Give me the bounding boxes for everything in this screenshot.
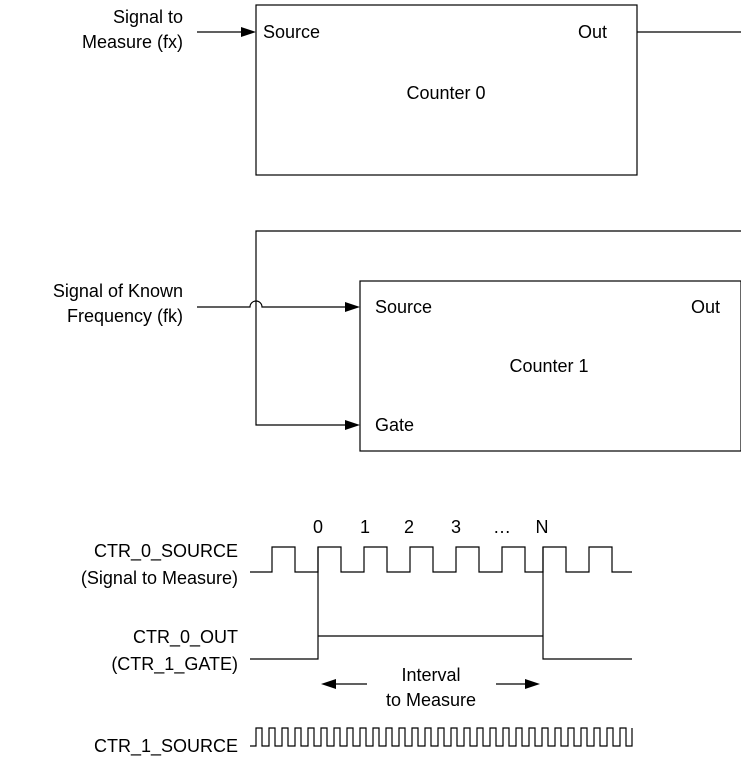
counter-1-box [359, 280, 741, 452]
timing-diagram: 0 1 2 3 … N CTR_0_SOURCE (Signal to Meas… [81, 517, 633, 757]
ctr0-out-label-line1: CTR_0_OUT [133, 627, 238, 648]
count-label-n: N [536, 517, 549, 537]
counter-1-source-arrowhead [345, 302, 360, 312]
ctr0-source-label-line2: (Signal to Measure) [81, 568, 238, 588]
ctr0-source-label-line1: CTR_0_SOURCE [94, 541, 238, 562]
count-label-0: 0 [313, 517, 323, 537]
counter-0-input-label-line1: Signal to [113, 7, 183, 27]
count-label-ellipsis: … [493, 517, 511, 537]
interval-label-line2: to Measure [386, 690, 476, 710]
count-label-1: 1 [360, 517, 370, 537]
counter-1-name: Counter 1 [509, 356, 588, 376]
counter-0-source-pin: Source [263, 22, 320, 42]
counter-1-block: Signal of Known Frequency (fk) Source Ou… [53, 230, 741, 452]
ctr0-out-label-line2: (CTR_1_GATE) [111, 654, 238, 675]
ctr1-source-waveform [250, 727, 633, 747]
counter-0-input-label-line2: Measure (fx) [82, 32, 183, 52]
interval-right-arrowhead [525, 679, 540, 689]
count-label-3: 3 [451, 517, 461, 537]
count-label-2: 2 [404, 517, 414, 537]
counter-0-out-pin: Out [578, 22, 607, 42]
ctr0-source-waveform [250, 546, 632, 573]
ctr1-source-label: CTR_1_SOURCE [94, 736, 238, 757]
counter-0-source-arrowhead [241, 27, 256, 37]
ctr0-out-waveform [250, 547, 632, 660]
counter-1-gate-pin: Gate [375, 415, 414, 435]
interval-left-arrowhead [321, 679, 336, 689]
counter-0-block: Signal to Measure (fx) Source Out Counte… [82, 4, 741, 176]
counter-1-input-label-line2: Frequency (fk) [67, 306, 183, 326]
counter-0-name: Counter 0 [406, 83, 485, 103]
gate-arrowhead [345, 420, 360, 430]
counter-0-box [255, 4, 638, 176]
counter-1-source-wire [197, 300, 346, 308]
interval-label-line1: Interval [401, 665, 460, 685]
gate-feedback-wire [255, 230, 741, 426]
counter-1-out-pin: Out [691, 297, 720, 317]
counter-1-input-label-line1: Signal of Known [53, 281, 183, 301]
counter-1-source-pin: Source [375, 297, 432, 317]
